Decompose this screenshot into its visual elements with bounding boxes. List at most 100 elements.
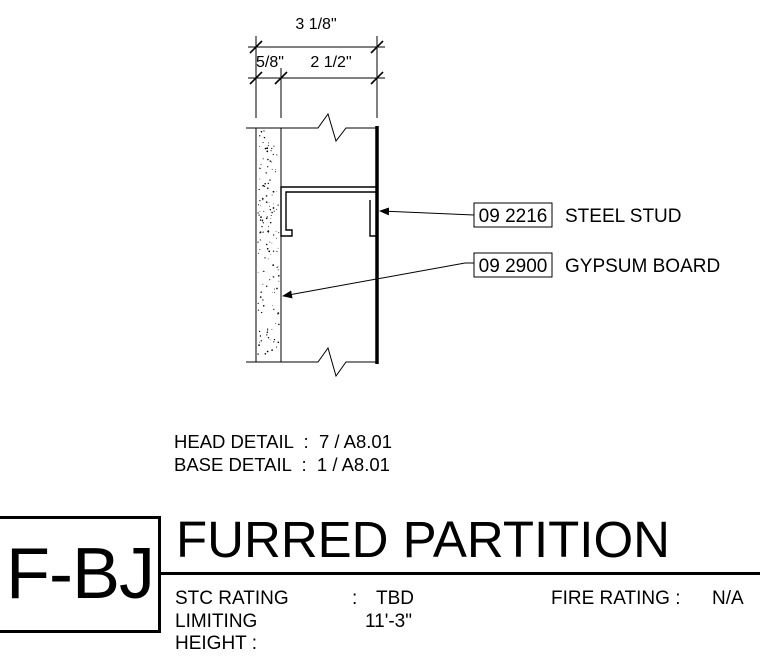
stipple-dot [276, 250, 278, 252]
stipple-dot [267, 226, 269, 228]
title-underline [161, 572, 760, 575]
stipple-dot [269, 205, 270, 207]
stipple-dot [267, 327, 269, 329]
stipple-dot [259, 200, 261, 202]
dim-stud: 2 1/2" [310, 54, 351, 71]
stipple-dot [276, 190, 278, 192]
stipple-dot [272, 207, 275, 209]
stipple-dot [272, 305, 274, 306]
callout-code: 09 2216 [479, 206, 548, 227]
stipple-dot [267, 182, 269, 185]
stipple-dot [265, 285, 268, 288]
stipple-dot [270, 218, 272, 220]
stipple-dot [271, 147, 273, 150]
stipple-dot [273, 341, 275, 343]
stipple-dot [257, 302, 259, 304]
stipple-dot [271, 211, 273, 214]
stipple-dot [260, 168, 262, 169]
stipple-dot [273, 145, 275, 147]
callout-gypsum-board: 09 2900 GYPSUM BOARD [473, 252, 720, 278]
stipple-dot [277, 204, 279, 206]
stc-rating-value: TBD [376, 588, 414, 609]
stipple-dot [271, 161, 273, 163]
stipple-dot [276, 287, 278, 290]
stipple-dot [264, 257, 266, 259]
stipple-dot [263, 185, 266, 187]
stipple-dot [266, 247, 269, 250]
stipple-dot [271, 328, 273, 330]
stipple-dot [277, 266, 279, 268]
stipple-dot [262, 283, 264, 285]
stipple-dot [267, 142, 269, 144]
stipple-dot [278, 232, 280, 234]
stipple-dot [267, 258, 269, 260]
stipple-dot [276, 346, 278, 348]
stipple-dot [257, 309, 259, 311]
stipple-dot [260, 216, 262, 218]
callout-label: GYPSUM BOARD [565, 256, 720, 277]
head-detail: HEAD DETAIL : 7 / A8.01 [174, 431, 392, 452]
stipple-dot [266, 150, 269, 153]
stipple-dot [264, 353, 267, 355]
callout-leaders [282, 207, 475, 299]
stipple-dot [265, 217, 268, 220]
gypsum-board [255, 127, 282, 363]
stipple-dot [265, 195, 268, 197]
type-tag: F-BJ [6, 534, 155, 614]
stipple-dot [259, 296, 262, 298]
stipple-dot [257, 271, 259, 273]
stipple-dot [276, 209, 278, 210]
partition-title: FURRED PARTITION [176, 511, 670, 568]
stipple-dot [257, 212, 259, 214]
stipple-dot [266, 329, 269, 331]
stipple-dot [267, 230, 268, 232]
stipple-dot [258, 344, 260, 346]
stipple-dot [262, 270, 264, 272]
callout-code: 09 2900 [479, 256, 548, 277]
stipple-dot [259, 205, 261, 207]
stipple-dot [267, 336, 270, 339]
stipple-dot [278, 323, 280, 326]
stipple-dot [257, 353, 259, 355]
callout-steel-stud: 09 2216 STEEL STUD [473, 202, 682, 228]
stipple-dot [269, 241, 271, 243]
stipple-dot [266, 331, 269, 333]
stipple-dot [261, 225, 263, 228]
stipple-dot [257, 204, 260, 206]
stipple-dot [269, 209, 272, 211]
stipple-dot [274, 171, 276, 173]
dim-board: 5/8" [256, 54, 284, 71]
stipple-dot [258, 188, 260, 191]
stipple-dot [277, 247, 279, 249]
stipple-dot [259, 135, 261, 137]
stipple-dot [268, 202, 270, 204]
stipple-dot [260, 130, 263, 133]
stipple-dot [271, 242, 273, 244]
stipple-dot [263, 210, 265, 212]
stipple-dot [266, 147, 269, 150]
stipple-dot [262, 299, 264, 301]
fire-rating-label: FIRE RATING : [551, 588, 681, 609]
limiting-height-label-2: HEIGHT : [175, 633, 257, 654]
stipple-dot [259, 219, 262, 221]
stipple-dot [266, 350, 269, 353]
steel-stud [280, 186, 376, 237]
stipple-dot [260, 163, 262, 166]
stipple-dot [264, 136, 266, 138]
stipple-dot [262, 199, 264, 201]
stipple-dot [270, 253, 272, 255]
break-lines [246, 112, 377, 378]
stipple-dot [262, 184, 265, 187]
stipple-dot [266, 334, 268, 336]
stipple-dot [262, 197, 264, 200]
stipple-dot [272, 234, 275, 236]
stipple-dot [271, 291, 273, 293]
stipple-dot [264, 183, 266, 185]
stipple-dot [267, 231, 270, 233]
limiting-height-value: 11'-3" [365, 611, 412, 632]
stipple-dot [278, 280, 280, 282]
stipple-dot [267, 187, 269, 190]
stipple-dot [270, 150, 272, 152]
stipple-dot [271, 349, 273, 351]
